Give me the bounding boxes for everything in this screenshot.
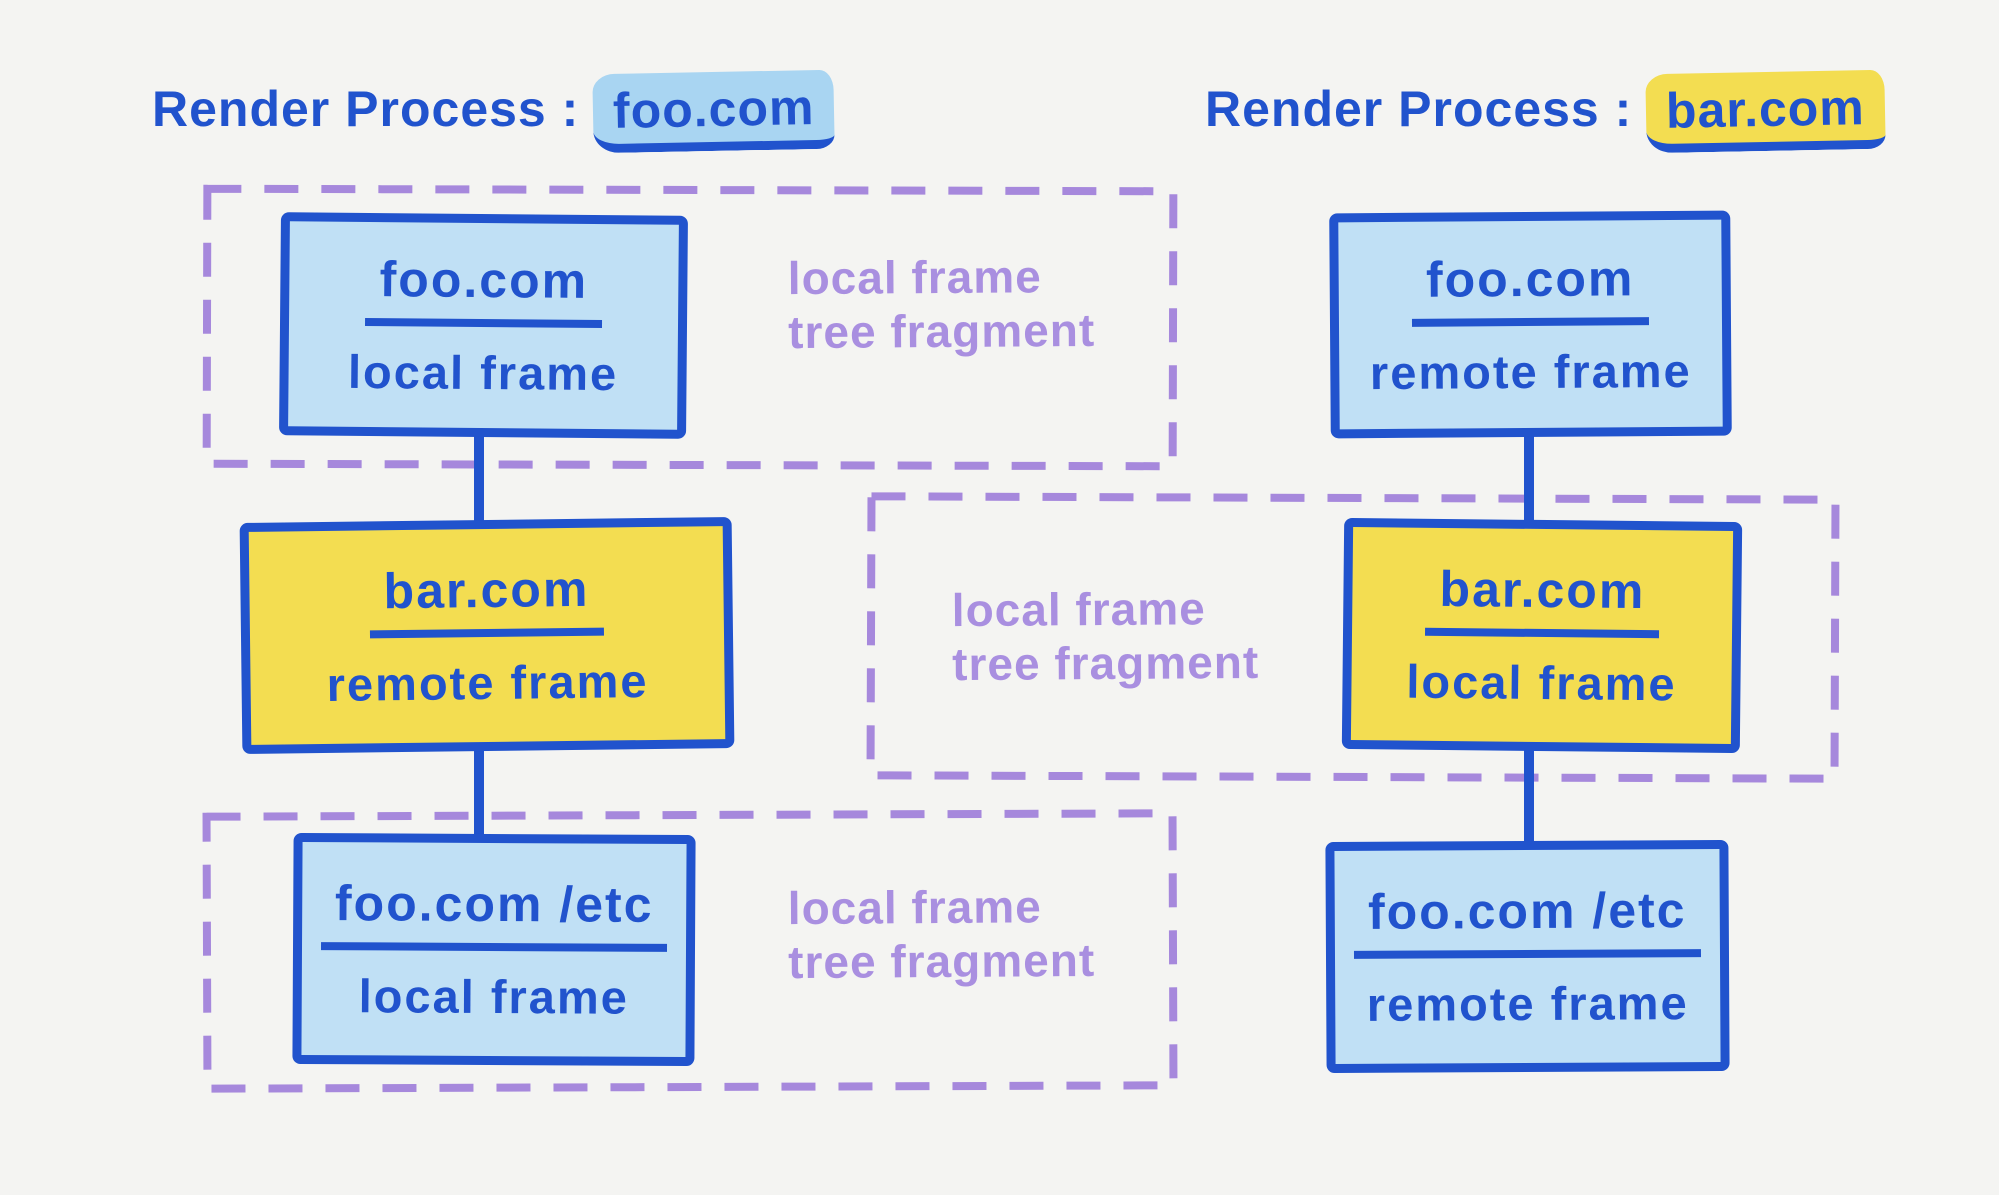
node-frame-type: remote frame bbox=[1366, 976, 1689, 1031]
node-right-bar-local: bar.com local frame bbox=[1341, 517, 1743, 754]
node-right-foo-remote: foo.com remote frame bbox=[1329, 210, 1732, 439]
node-domain: foo.com /etc bbox=[1353, 881, 1701, 959]
left-process-title-prefix: Render Process : bbox=[152, 81, 580, 137]
right-process-title: Render Process : bar.com bbox=[1205, 69, 1886, 154]
left-bottom-fragment-outline bbox=[202, 809, 1178, 1093]
left-process-title-domain: foo.com bbox=[612, 79, 816, 139]
node-left-foo-local: foo.com local frame bbox=[279, 212, 688, 439]
fragment-label-line2: tree fragment bbox=[952, 636, 1260, 691]
node-domain: bar.com bbox=[1425, 559, 1660, 639]
node-domain: foo.com bbox=[365, 249, 603, 329]
node-frame-type: local frame bbox=[358, 969, 629, 1024]
node-frame-type: remote frame bbox=[1369, 343, 1692, 400]
connector-right-top bbox=[1524, 428, 1534, 530]
node-left-fooetc-local: foo.com /etc local frame bbox=[292, 832, 696, 1067]
node-domain: foo.com /etc bbox=[320, 874, 668, 952]
fragment-label-line2: tree fragment bbox=[788, 934, 1096, 989]
node-domain: bar.com bbox=[369, 559, 604, 639]
node-left-bar-remote: bar.com remote frame bbox=[239, 517, 735, 754]
fragment-label-line1: local frame bbox=[951, 582, 1206, 637]
fragment-label-line1: local frame bbox=[787, 880, 1042, 935]
right-process-title-prefix: Render Process : bbox=[1205, 81, 1633, 137]
right-process-title-domain-highlight: bar.com bbox=[1645, 69, 1886, 154]
connector-left-top bbox=[474, 428, 484, 530]
connector-left-bottom bbox=[474, 742, 484, 844]
left-process-title-domain-highlight: foo.com bbox=[592, 69, 836, 154]
right-fragment-outline bbox=[866, 492, 1840, 783]
fragment-label-line1: local frame bbox=[787, 250, 1042, 305]
node-domain: foo.com bbox=[1411, 249, 1649, 327]
right-fragment-label: local frame tree fragment bbox=[952, 581, 1260, 692]
left-top-fragment-label: local frame tree fragment bbox=[788, 249, 1096, 360]
right-process-title-domain: bar.com bbox=[1665, 79, 1866, 139]
node-frame-type: local frame bbox=[1406, 654, 1677, 711]
node-frame-type: remote frame bbox=[326, 654, 649, 711]
connector-right-bottom bbox=[1524, 742, 1534, 850]
node-right-fooetc-remote: foo.com /etc remote frame bbox=[1325, 839, 1730, 1074]
node-frame-type: local frame bbox=[347, 344, 619, 401]
left-process-title: Render Process : foo.com bbox=[152, 69, 836, 154]
left-bottom-fragment-label: local frame tree fragment bbox=[788, 879, 1096, 990]
fragment-label-line2: tree fragment bbox=[788, 304, 1096, 359]
left-top-fragment-outline bbox=[202, 184, 1178, 471]
